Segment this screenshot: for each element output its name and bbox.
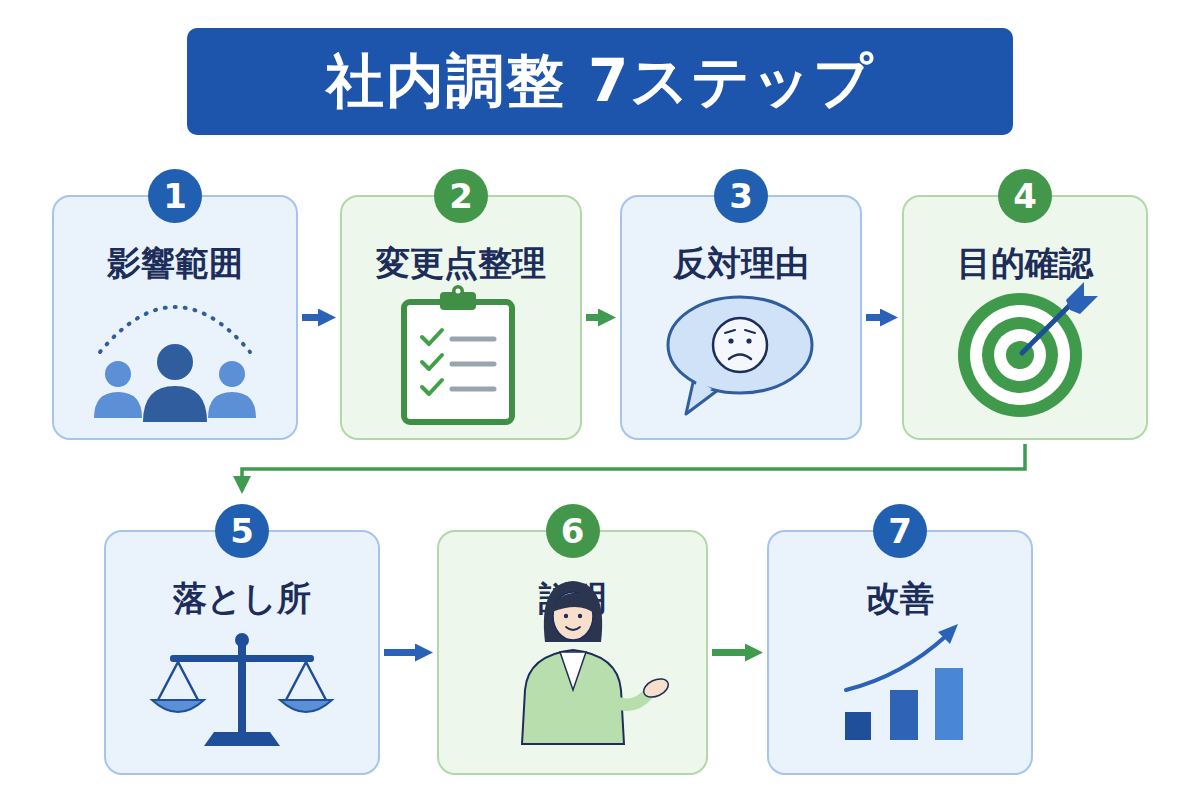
step-box: 2変更点整理 (340, 195, 582, 440)
step-number: 3 (714, 169, 768, 223)
flow-arrow (384, 649, 415, 656)
step-box: 3反対理由 (620, 195, 862, 440)
step-label: 変更点整理 (342, 241, 580, 287)
step-box: 1影響範囲 (52, 195, 298, 440)
step-number: 4 (998, 169, 1052, 223)
flow-arrow (242, 444, 1025, 476)
step-number: 7 (873, 504, 927, 558)
step-number: 6 (546, 504, 600, 558)
flow-arrow (586, 314, 598, 321)
step-number: 5 (215, 504, 269, 558)
title-banner: 社内調整 7ステップ (187, 28, 1013, 135)
step-label: 改善 (769, 576, 1031, 622)
step-label: 説明 (439, 576, 706, 622)
flow-arrow (866, 314, 880, 321)
step-number: 1 (148, 169, 202, 223)
flow-arrow (302, 314, 318, 321)
step-label: 目的確認 (904, 241, 1146, 287)
step-label: 反対理由 (622, 241, 860, 287)
step-label: 落とし所 (106, 576, 378, 622)
step-box: 7改善 (767, 530, 1033, 775)
step-box: 4目的確認 (902, 195, 1148, 440)
step-box: 6説明 (437, 530, 708, 775)
step-number: 2 (434, 169, 488, 223)
step-box: 5落とし所 (104, 530, 380, 775)
step-label: 影響範囲 (54, 241, 296, 287)
flow-arrow (712, 649, 745, 656)
